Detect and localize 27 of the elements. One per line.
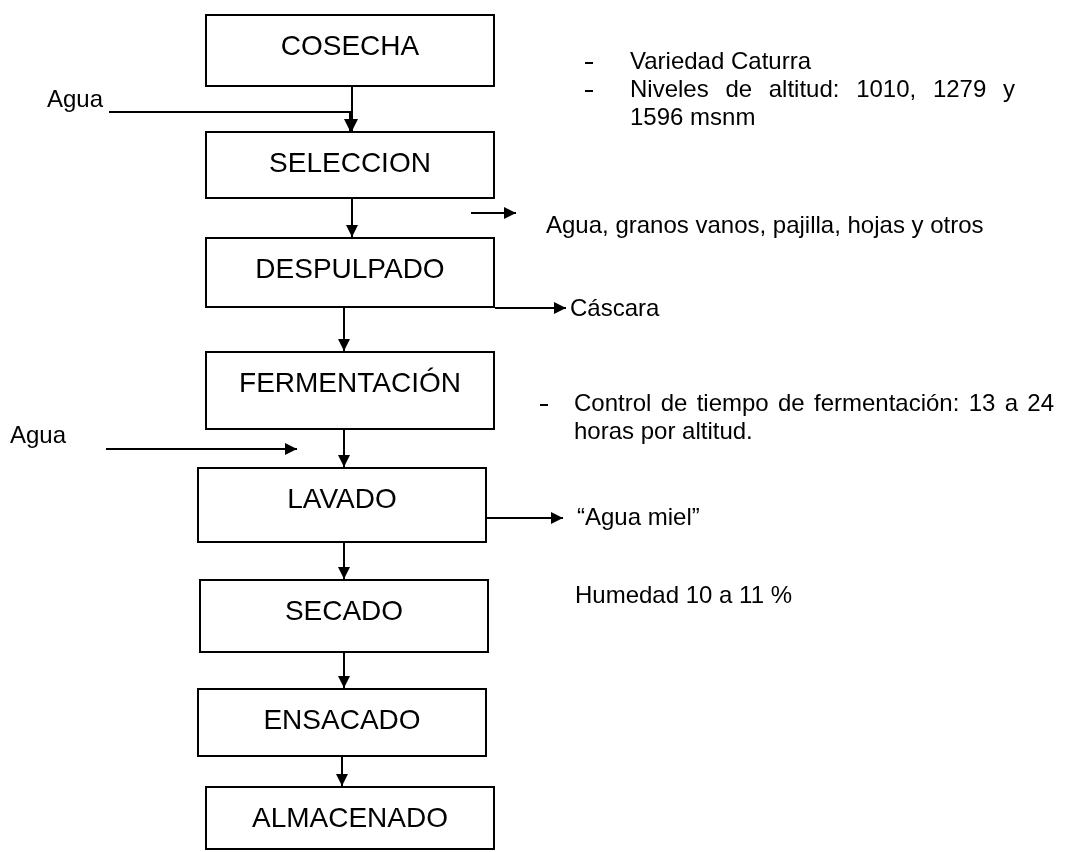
flow-arrow — [338, 307, 350, 352]
stream-label: Agua — [10, 422, 67, 449]
flow-arrow — [346, 198, 358, 238]
flow-arrow — [338, 652, 350, 689]
stream-label: Agua — [47, 86, 104, 113]
stream-label: Agua, granos vanos, pajilla, hojas y otros — [546, 212, 984, 239]
note-text: Niveles de altitud: 1010, 1279 y 1596 msnm — [630, 75, 1015, 131]
flow-arrow — [338, 429, 350, 468]
note-text: Humedad 10 a 11 % — [575, 581, 794, 609]
process-box: DESPULPADO — [205, 237, 495, 308]
process-box: ENSACADO — [197, 688, 487, 757]
note-text: Control de tiempo de fermentación: 13 a 24 horas por altitud. — [574, 389, 1054, 445]
process-box: SECADO — [199, 579, 489, 653]
flow-arrow — [494, 302, 567, 314]
process-box: ALMACENADO — [205, 786, 495, 850]
flow-arrow — [105, 443, 298, 455]
process-box: FERMENTACIÓN — [205, 351, 495, 430]
flow-arrow — [486, 512, 564, 524]
flow-arrow — [336, 756, 348, 787]
process-box: LAVADO — [197, 467, 487, 543]
stream-label: “Agua miel” — [577, 504, 700, 531]
note-text: Variedad Caturra — [630, 47, 812, 75]
flow-arrow — [338, 542, 350, 580]
process-box: SELECCION — [205, 131, 495, 199]
process-box: COSECHA — [205, 14, 495, 87]
stream-label: Cáscara — [570, 295, 660, 322]
flow-arrow — [470, 207, 517, 219]
